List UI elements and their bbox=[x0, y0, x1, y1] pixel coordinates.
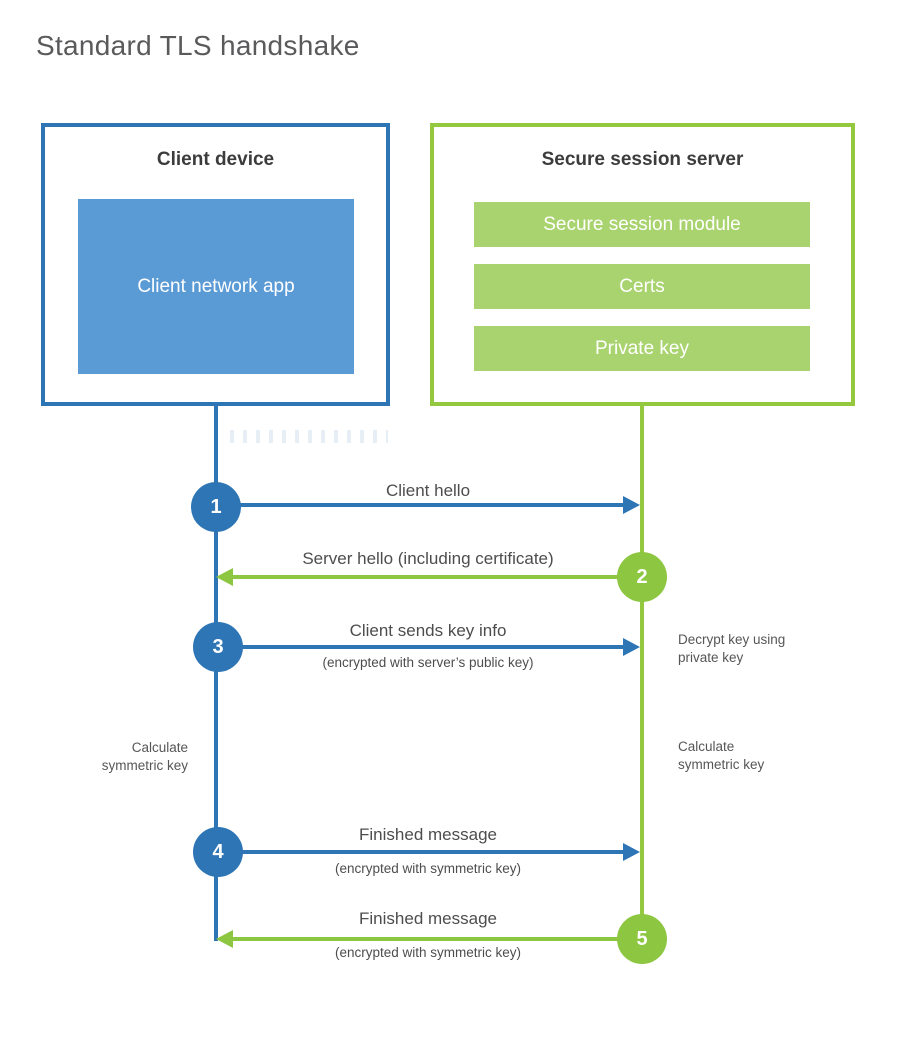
note-calculate-symmetric-key-client: Calculate symmetric key bbox=[101, 740, 188, 773]
step-2-arrow bbox=[216, 568, 640, 586]
step-4-label: Finished message bbox=[359, 825, 497, 844]
client-network-app-label: Client network app bbox=[137, 275, 295, 297]
step-3-badge: 3 bbox=[193, 622, 243, 672]
step-1-badge: 1 bbox=[191, 482, 241, 532]
step-4-badge: 4 bbox=[193, 827, 243, 877]
server-lifeline bbox=[640, 402, 644, 937]
secure-session-server-box: Secure session server Secure session mod… bbox=[430, 123, 855, 406]
step-2-badge: 2 bbox=[617, 552, 667, 602]
step-1-label: Client hello bbox=[385, 481, 471, 500]
note-calculate-symmetric-key-server: Calculate symmetric key bbox=[678, 739, 765, 772]
secure-session-server-title: Secure session server bbox=[541, 149, 744, 170]
step-5-label: Finished message bbox=[359, 909, 497, 928]
faint-dashes-artifact bbox=[230, 430, 388, 443]
page-title: Standard TLS handshake bbox=[36, 30, 360, 61]
step-5-arrow bbox=[216, 930, 640, 948]
step-5-sublabel: (encrypted with symmetric key) bbox=[334, 945, 522, 960]
step-2-label: Server hello (including certificate) bbox=[302, 549, 554, 568]
client-device-box: Client device Client network app bbox=[41, 123, 390, 406]
server-module-private-key: Private key bbox=[474, 326, 810, 371]
step-3-label: Client sends key info bbox=[349, 621, 507, 640]
step-4-arrow bbox=[216, 843, 640, 861]
client-network-app-box: Client network app bbox=[78, 199, 354, 374]
client-device-title: Client device bbox=[156, 149, 275, 170]
step-3-arrow bbox=[216, 638, 640, 656]
step-4-sublabel: (encrypted with symmetric key) bbox=[334, 861, 522, 876]
step-1-arrow bbox=[216, 496, 640, 514]
server-module-certs: Certs bbox=[474, 264, 810, 309]
note-decrypt-key: Decrypt key using private key bbox=[678, 632, 786, 665]
server-module-secure-session: Secure session module bbox=[474, 202, 810, 247]
step-3-sublabel: (encrypted with server’s public key) bbox=[322, 655, 534, 670]
step-5-badge: 5 bbox=[617, 914, 667, 964]
